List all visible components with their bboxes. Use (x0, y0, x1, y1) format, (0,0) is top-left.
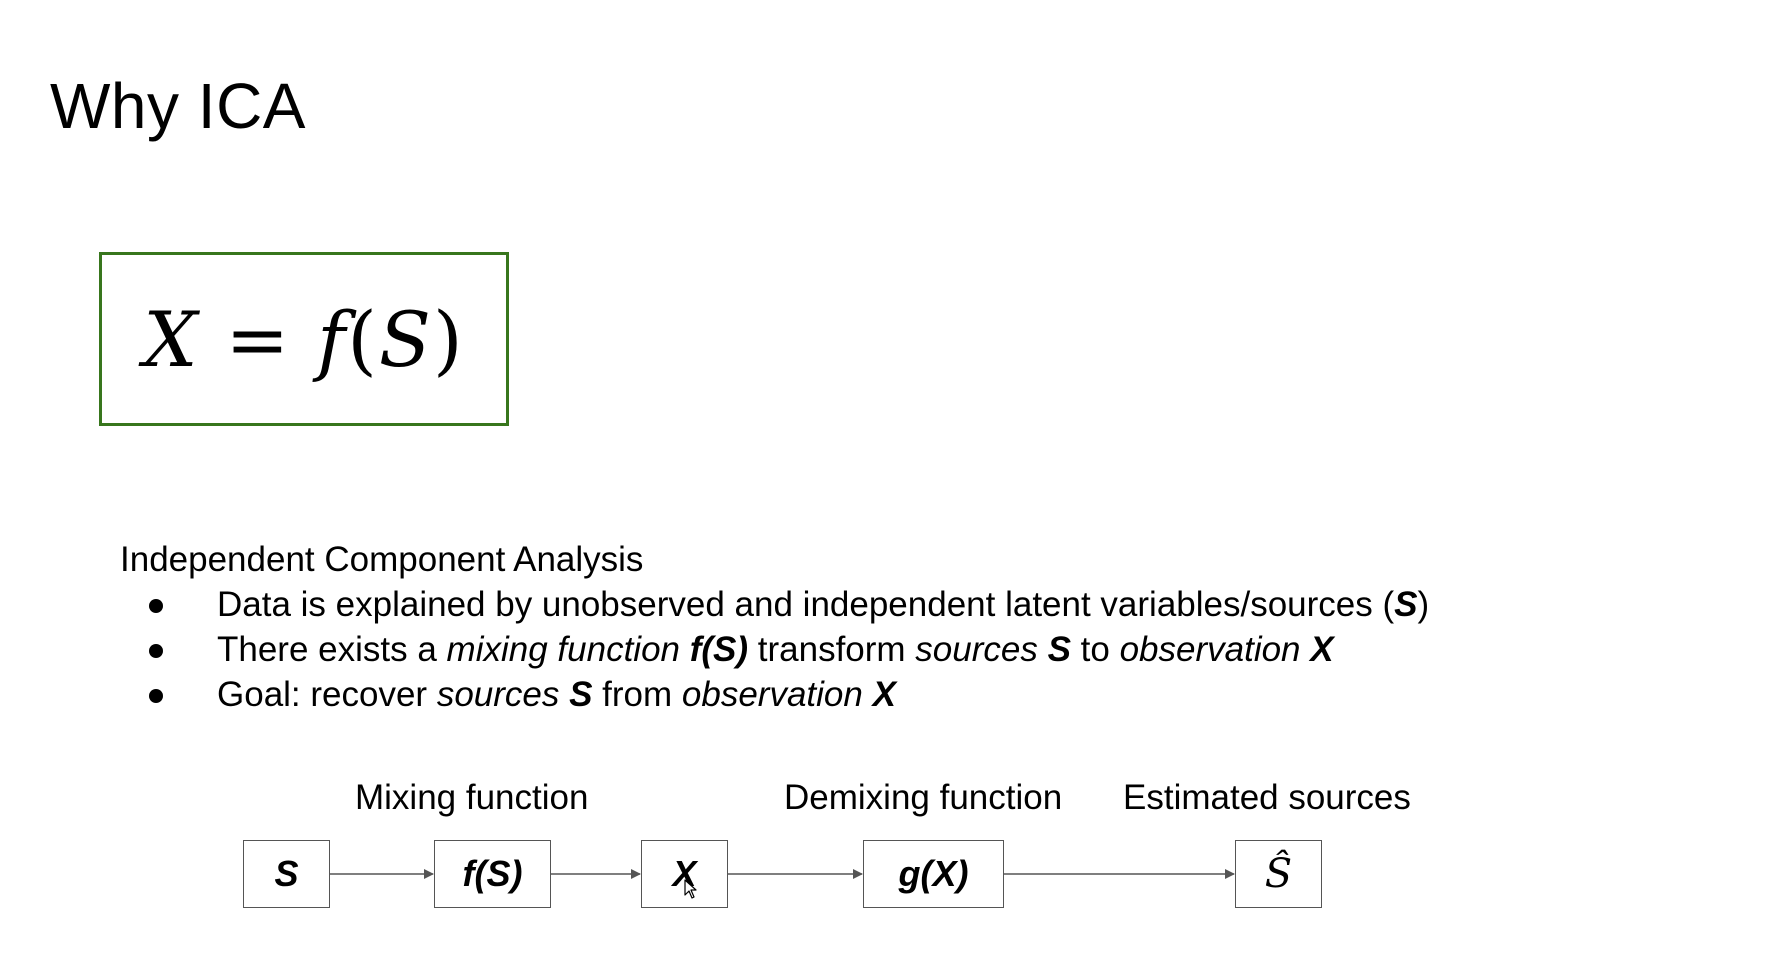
section-heading: Independent Component Analysis (120, 540, 644, 579)
bullet-emphasis: X (1310, 630, 1334, 669)
bullet-emphasis: sources (436, 675, 570, 714)
bullet-text: to (1070, 630, 1120, 669)
formula-close-paren: ) (433, 294, 465, 384)
bullet-emphasis: observation (681, 675, 873, 714)
bullet-text: ) (1417, 585, 1430, 624)
formula-func: f (317, 294, 348, 384)
bullet-text: There exists a (217, 630, 447, 669)
slide-title: Why ICA (50, 70, 306, 142)
box-label: g(X) (898, 853, 969, 894)
box-mixing-fs: f(S) (434, 840, 551, 908)
bullet-item-2: There exists a mixing function f(S) tran… (142, 627, 1429, 672)
box-estimated-s-hat: Ŝ (1235, 840, 1322, 908)
box-label: Ŝ (1264, 851, 1293, 897)
formula-open-paren: ( (347, 294, 379, 384)
bullet-emphasis: f(S) (689, 630, 749, 669)
bullet-emphasis: mixing function (446, 630, 690, 669)
bullet-emphasis: S (569, 675, 593, 714)
box-demixing-gx: g(X) (863, 840, 1004, 908)
formula-equals: = (225, 294, 292, 384)
bullet-emphasis: observation (1119, 630, 1311, 669)
formula-lhs: X (143, 294, 200, 384)
bullet-text: transform (748, 630, 916, 669)
bullet-icon (149, 689, 163, 703)
bullet-icon (149, 644, 163, 658)
bullet-list: Data is explained by unobserved and inde… (142, 582, 1429, 717)
bullet-emphasis: sources (915, 630, 1048, 669)
box-sources-s: S (243, 840, 330, 908)
mouse-pointer-icon (684, 879, 697, 899)
bullet-item-3: Goal: recover sources S from observation… (142, 672, 1429, 717)
label-mixing-function: Mixing function (355, 778, 589, 817)
label-estimated-sources: Estimated sources (1123, 778, 1411, 817)
bullet-item-1: Data is explained by unobserved and inde… (142, 582, 1429, 627)
bullet-text: Data is explained by unobserved and inde… (217, 585, 1395, 624)
bullet-emphasis: X (872, 675, 896, 714)
bullet-emphasis: S (1394, 585, 1418, 624)
bullet-text: Goal: recover (217, 675, 437, 714)
bullet-emphasis: S (1047, 630, 1071, 669)
box-label: f(S) (462, 853, 523, 894)
bullet-icon (149, 599, 163, 613)
bullet-text: from (592, 675, 682, 714)
label-demixing-function: Demixing function (784, 778, 1063, 817)
formula-box: X = f(S) (99, 252, 509, 426)
formula: X = f(S) (143, 295, 464, 384)
formula-arg: S (378, 294, 433, 384)
box-label: S (274, 853, 299, 894)
